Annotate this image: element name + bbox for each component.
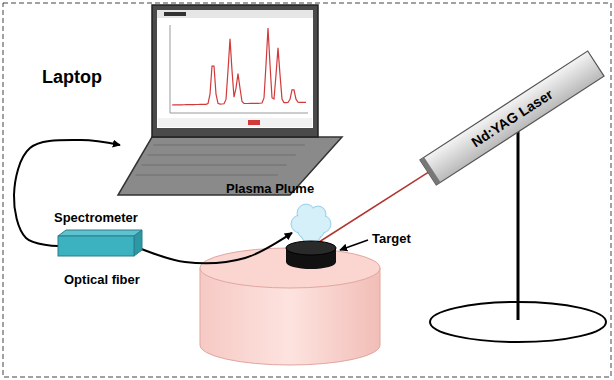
- laser-head: Nd:YAG Laser: [420, 51, 604, 185]
- node-label: Nd:YAG Laser: [468, 86, 555, 150]
- leader-arrow: [340, 240, 368, 250]
- stand-pole: [517, 128, 520, 320]
- window-toolbar: [157, 10, 313, 18]
- plasma-cloud: [291, 204, 331, 244]
- spectrometer: Spectrometer: [58, 236, 134, 256]
- laptop: Laptop: [118, 5, 342, 197]
- status-bar: [158, 118, 312, 127]
- target-disc: [286, 241, 336, 269]
- connector: [134, 233, 292, 263]
- spectrum-line: [172, 28, 306, 105]
- chart-axes: [170, 25, 308, 113]
- spectrometer-top: [58, 230, 142, 236]
- laser-body: [420, 51, 604, 185]
- laptop-shape: [118, 5, 342, 197]
- spectrometer-side: [134, 230, 142, 256]
- plasma-plume: Plasma Plume: [290, 204, 332, 244]
- software-window: [157, 10, 313, 128]
- laser-aperture: [420, 157, 441, 185]
- spectrometer-body: [58, 236, 134, 256]
- laptop-screen: [152, 5, 318, 137]
- spectrometer-shape: [58, 236, 134, 256]
- frame: [3, 3, 611, 377]
- edge-label: Optical fiber: [62, 272, 142, 287]
- toolbar-tab: [164, 12, 186, 16]
- keyboard: [136, 145, 305, 175]
- target: Target: [284, 240, 338, 270]
- node-label: Laptop: [42, 67, 102, 88]
- status-button: [248, 120, 260, 125]
- node-label: Spectrometer: [54, 211, 138, 226]
- plasma-plume-shape: [290, 204, 332, 244]
- sample-stage: [200, 248, 380, 365]
- node-label: Plasma Plume: [226, 182, 314, 197]
- node-label: Target: [372, 232, 411, 247]
- target-shape: [284, 240, 338, 270]
